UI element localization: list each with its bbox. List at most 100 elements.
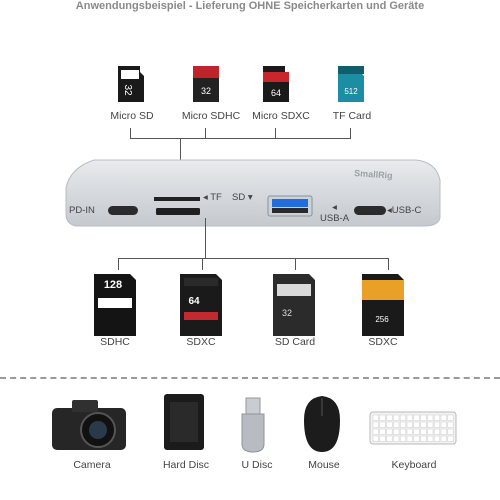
usb-c-text: USB-C	[391, 205, 422, 216]
usb-a-label: ◂USB-A	[320, 202, 349, 224]
svg-text:256: 256	[375, 315, 389, 324]
keyboard-key	[393, 414, 400, 421]
keyboard-icon	[369, 411, 457, 445]
pd-in-label: PD-IN	[69, 205, 95, 216]
keyboard-key	[427, 414, 434, 421]
tf-card-icon: 512	[338, 66, 364, 102]
keyboard-key	[406, 414, 413, 421]
micro-sdhc-card-icon: 32	[193, 66, 219, 102]
sd-connector-line	[205, 218, 206, 258]
sdxc-label-2: SDXC	[368, 336, 398, 348]
tf-card-label: TF Card	[332, 110, 372, 122]
headline: Anwendungsbeispiel - Lieferung OHNE Spei…	[75, 0, 425, 12]
keyboard-key	[440, 428, 447, 435]
svg-text:64: 64	[271, 88, 281, 98]
mouse-label: Mouse	[308, 459, 340, 471]
keyboard-key	[399, 414, 407, 421]
keyboard-key	[447, 414, 454, 421]
connector-line	[130, 128, 131, 138]
sdxc-card-icon: 64	[180, 274, 222, 336]
keyboard-key	[420, 421, 427, 428]
svg-text:512: 512	[344, 87, 358, 96]
mouse-icon	[304, 396, 340, 452]
keyboard-key	[420, 414, 427, 421]
usb-a-arrow-icon: ◂	[332, 202, 337, 213]
connector-line	[118, 258, 119, 270]
connector-line	[205, 128, 206, 138]
keyboard-key	[413, 435, 420, 442]
keyboard-key	[413, 414, 420, 421]
usb-a-text: USB-A	[320, 213, 350, 224]
keyboard-key	[447, 435, 454, 442]
keyboard-key	[393, 428, 400, 435]
sdhc-label: SDHC	[100, 336, 130, 348]
connector-line	[202, 258, 203, 270]
keyboard-key	[386, 421, 393, 428]
keyboard-key	[386, 414, 393, 421]
micro-sd-card-icon: 32	[118, 66, 144, 102]
keyboard-label: Keyboard	[391, 459, 437, 471]
dashed-separator	[0, 377, 500, 379]
sd-arrow-icon: ▾	[245, 192, 253, 203]
keyboard-key	[420, 435, 427, 442]
keyboard-key	[433, 428, 441, 435]
usb-c-label: ◂USB-C	[387, 205, 421, 216]
connector-line	[130, 138, 351, 139]
tf-slot-text: TF	[210, 192, 222, 203]
micro-sdxc-label: Micro SDXC	[252, 110, 310, 122]
svg-text:128: 128	[104, 279, 122, 291]
keyboard-key	[386, 428, 393, 435]
sdxc-gold-card-icon: 256	[362, 274, 404, 336]
connector-line	[350, 128, 351, 138]
keyboard-key	[420, 428, 427, 435]
micro-sdxc-card-icon: 64	[263, 66, 289, 102]
svg-text:32: 32	[282, 308, 292, 318]
keyboard-key	[372, 428, 379, 435]
keyboard-key	[399, 428, 407, 435]
tf-slot-label: ◂ TF	[203, 192, 222, 203]
u-disc-label: U Disc	[241, 459, 273, 471]
keyboard-key	[427, 435, 434, 442]
sdxc-label: SDXC	[186, 336, 216, 348]
keyboard-key	[372, 421, 379, 428]
sd-cards: 128 64 32 256	[94, 274, 404, 336]
keyboard-key	[386, 435, 393, 442]
keyboard-key	[379, 435, 386, 442]
keyboard-key	[433, 435, 441, 442]
keyboard-key	[440, 414, 447, 421]
sdhc-card-icon: 128	[94, 274, 136, 336]
keyboard-key	[447, 428, 454, 435]
sd-slot-label: SD ▾	[232, 192, 253, 203]
keyboard-key	[399, 435, 407, 442]
micro-cards: 32 32 64 512	[118, 66, 364, 102]
keyboard-key	[440, 435, 447, 442]
keyboard-key	[413, 428, 420, 435]
keyboard-key	[393, 435, 400, 442]
tf-arrow-icon: ◂	[203, 192, 211, 203]
keyboard-key	[413, 421, 420, 428]
svg-text:32: 32	[122, 84, 133, 96]
keyboard-key	[427, 428, 434, 435]
keyboard-key	[379, 421, 386, 428]
keyboard-key	[399, 421, 407, 428]
sd-card-label: SD Card	[274, 336, 316, 348]
camera-label: Camera	[73, 459, 111, 471]
usb-hub-image: SmallRig	[65, 159, 441, 227]
connector-line	[388, 258, 389, 270]
keyboard-key	[447, 421, 454, 428]
device-icons	[52, 394, 457, 453]
keyboard-key	[393, 421, 400, 428]
hard-disc-label: Hard Disc	[162, 459, 210, 471]
svg-text:32: 32	[201, 86, 211, 96]
sd-card-icon: 32	[273, 274, 315, 336]
micro-sdhc-label: Micro SDHC	[181, 110, 241, 122]
keyboard-key	[433, 421, 441, 428]
camera-icon	[52, 400, 126, 450]
keyboard-key	[406, 435, 413, 442]
connector-line	[275, 128, 276, 138]
usb-c-arrow-icon: ◂	[387, 205, 392, 216]
keyboard-key	[440, 421, 447, 428]
hard-disc-icon	[164, 394, 204, 450]
keyboard-key	[379, 428, 386, 435]
keyboard-key	[379, 414, 386, 421]
